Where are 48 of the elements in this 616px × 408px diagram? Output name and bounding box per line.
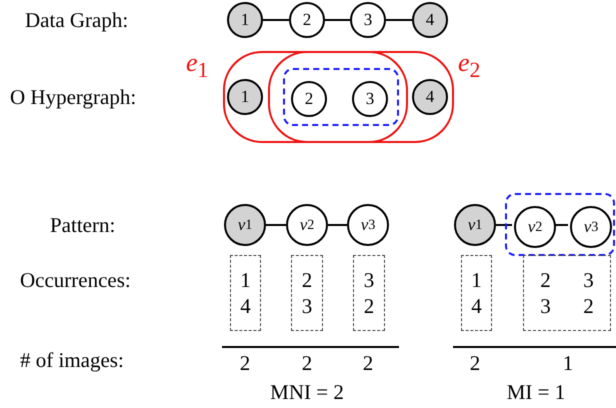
dashed-group-box bbox=[505, 193, 615, 256]
vertex-circle: 1 bbox=[227, 2, 263, 38]
count-value: 2 bbox=[362, 350, 374, 376]
vertex-circle: 2 bbox=[291, 81, 327, 117]
edge-line bbox=[263, 19, 289, 21]
vertex-circle: 2 bbox=[289, 2, 325, 38]
dashed-group-box bbox=[283, 68, 399, 126]
hyperedge-label: e$_{1}$ bbox=[186, 48, 208, 84]
edge-line bbox=[496, 224, 512, 226]
vertex-circle: 1 bbox=[227, 79, 263, 115]
result-label: MNI = 2 bbox=[270, 379, 344, 405]
occurrence-number: 4 bbox=[470, 293, 483, 319]
vertex-circle: 4 bbox=[412, 2, 448, 38]
occurrence-number: 3 bbox=[582, 267, 595, 293]
count-value: 1 bbox=[562, 350, 574, 376]
occurrence-number: 1 bbox=[239, 267, 252, 293]
vertex-circle: 4 bbox=[412, 79, 448, 115]
occurrence-number: 3 bbox=[300, 293, 314, 319]
vertex-circle: 3 bbox=[350, 2, 386, 38]
occurrence-number: 4 bbox=[239, 293, 252, 319]
edge-line bbox=[554, 224, 568, 226]
row-label: Occurrences: bbox=[20, 267, 131, 293]
edge-line bbox=[386, 19, 412, 21]
occurrence-number: 3 bbox=[539, 293, 552, 319]
occurrence-number: 2 bbox=[539, 267, 552, 293]
occurrence-box bbox=[291, 255, 323, 331]
occurrence-number: 3 bbox=[362, 267, 376, 293]
edge-line bbox=[328, 224, 347, 226]
edge-line bbox=[266, 224, 286, 226]
occurrence-number: 2 bbox=[362, 293, 376, 319]
occurrence-box bbox=[461, 255, 492, 331]
edge-line bbox=[325, 19, 350, 21]
hyperedge-label: e$_{2}$ bbox=[458, 48, 480, 84]
occurrence-number: 2 bbox=[300, 267, 314, 293]
count-value: 2 bbox=[470, 350, 480, 376]
count-value: 2 bbox=[240, 350, 250, 376]
row-label: Pattern: bbox=[50, 212, 116, 238]
occurrence-box bbox=[230, 255, 261, 331]
row-label: Data Graph: bbox=[25, 7, 128, 33]
occurrence-number: 2 bbox=[582, 293, 595, 319]
occurrence-box bbox=[353, 255, 385, 331]
occurrence-box bbox=[523, 255, 611, 331]
row-label: O Hypergraph: bbox=[10, 84, 136, 110]
vertex-circle: 3 bbox=[352, 81, 388, 117]
count-value: 2 bbox=[302, 350, 312, 376]
row-label: # of images: bbox=[20, 347, 124, 373]
result-label: MI = 1 bbox=[506, 379, 566, 405]
occurrence-number: 1 bbox=[470, 267, 483, 293]
